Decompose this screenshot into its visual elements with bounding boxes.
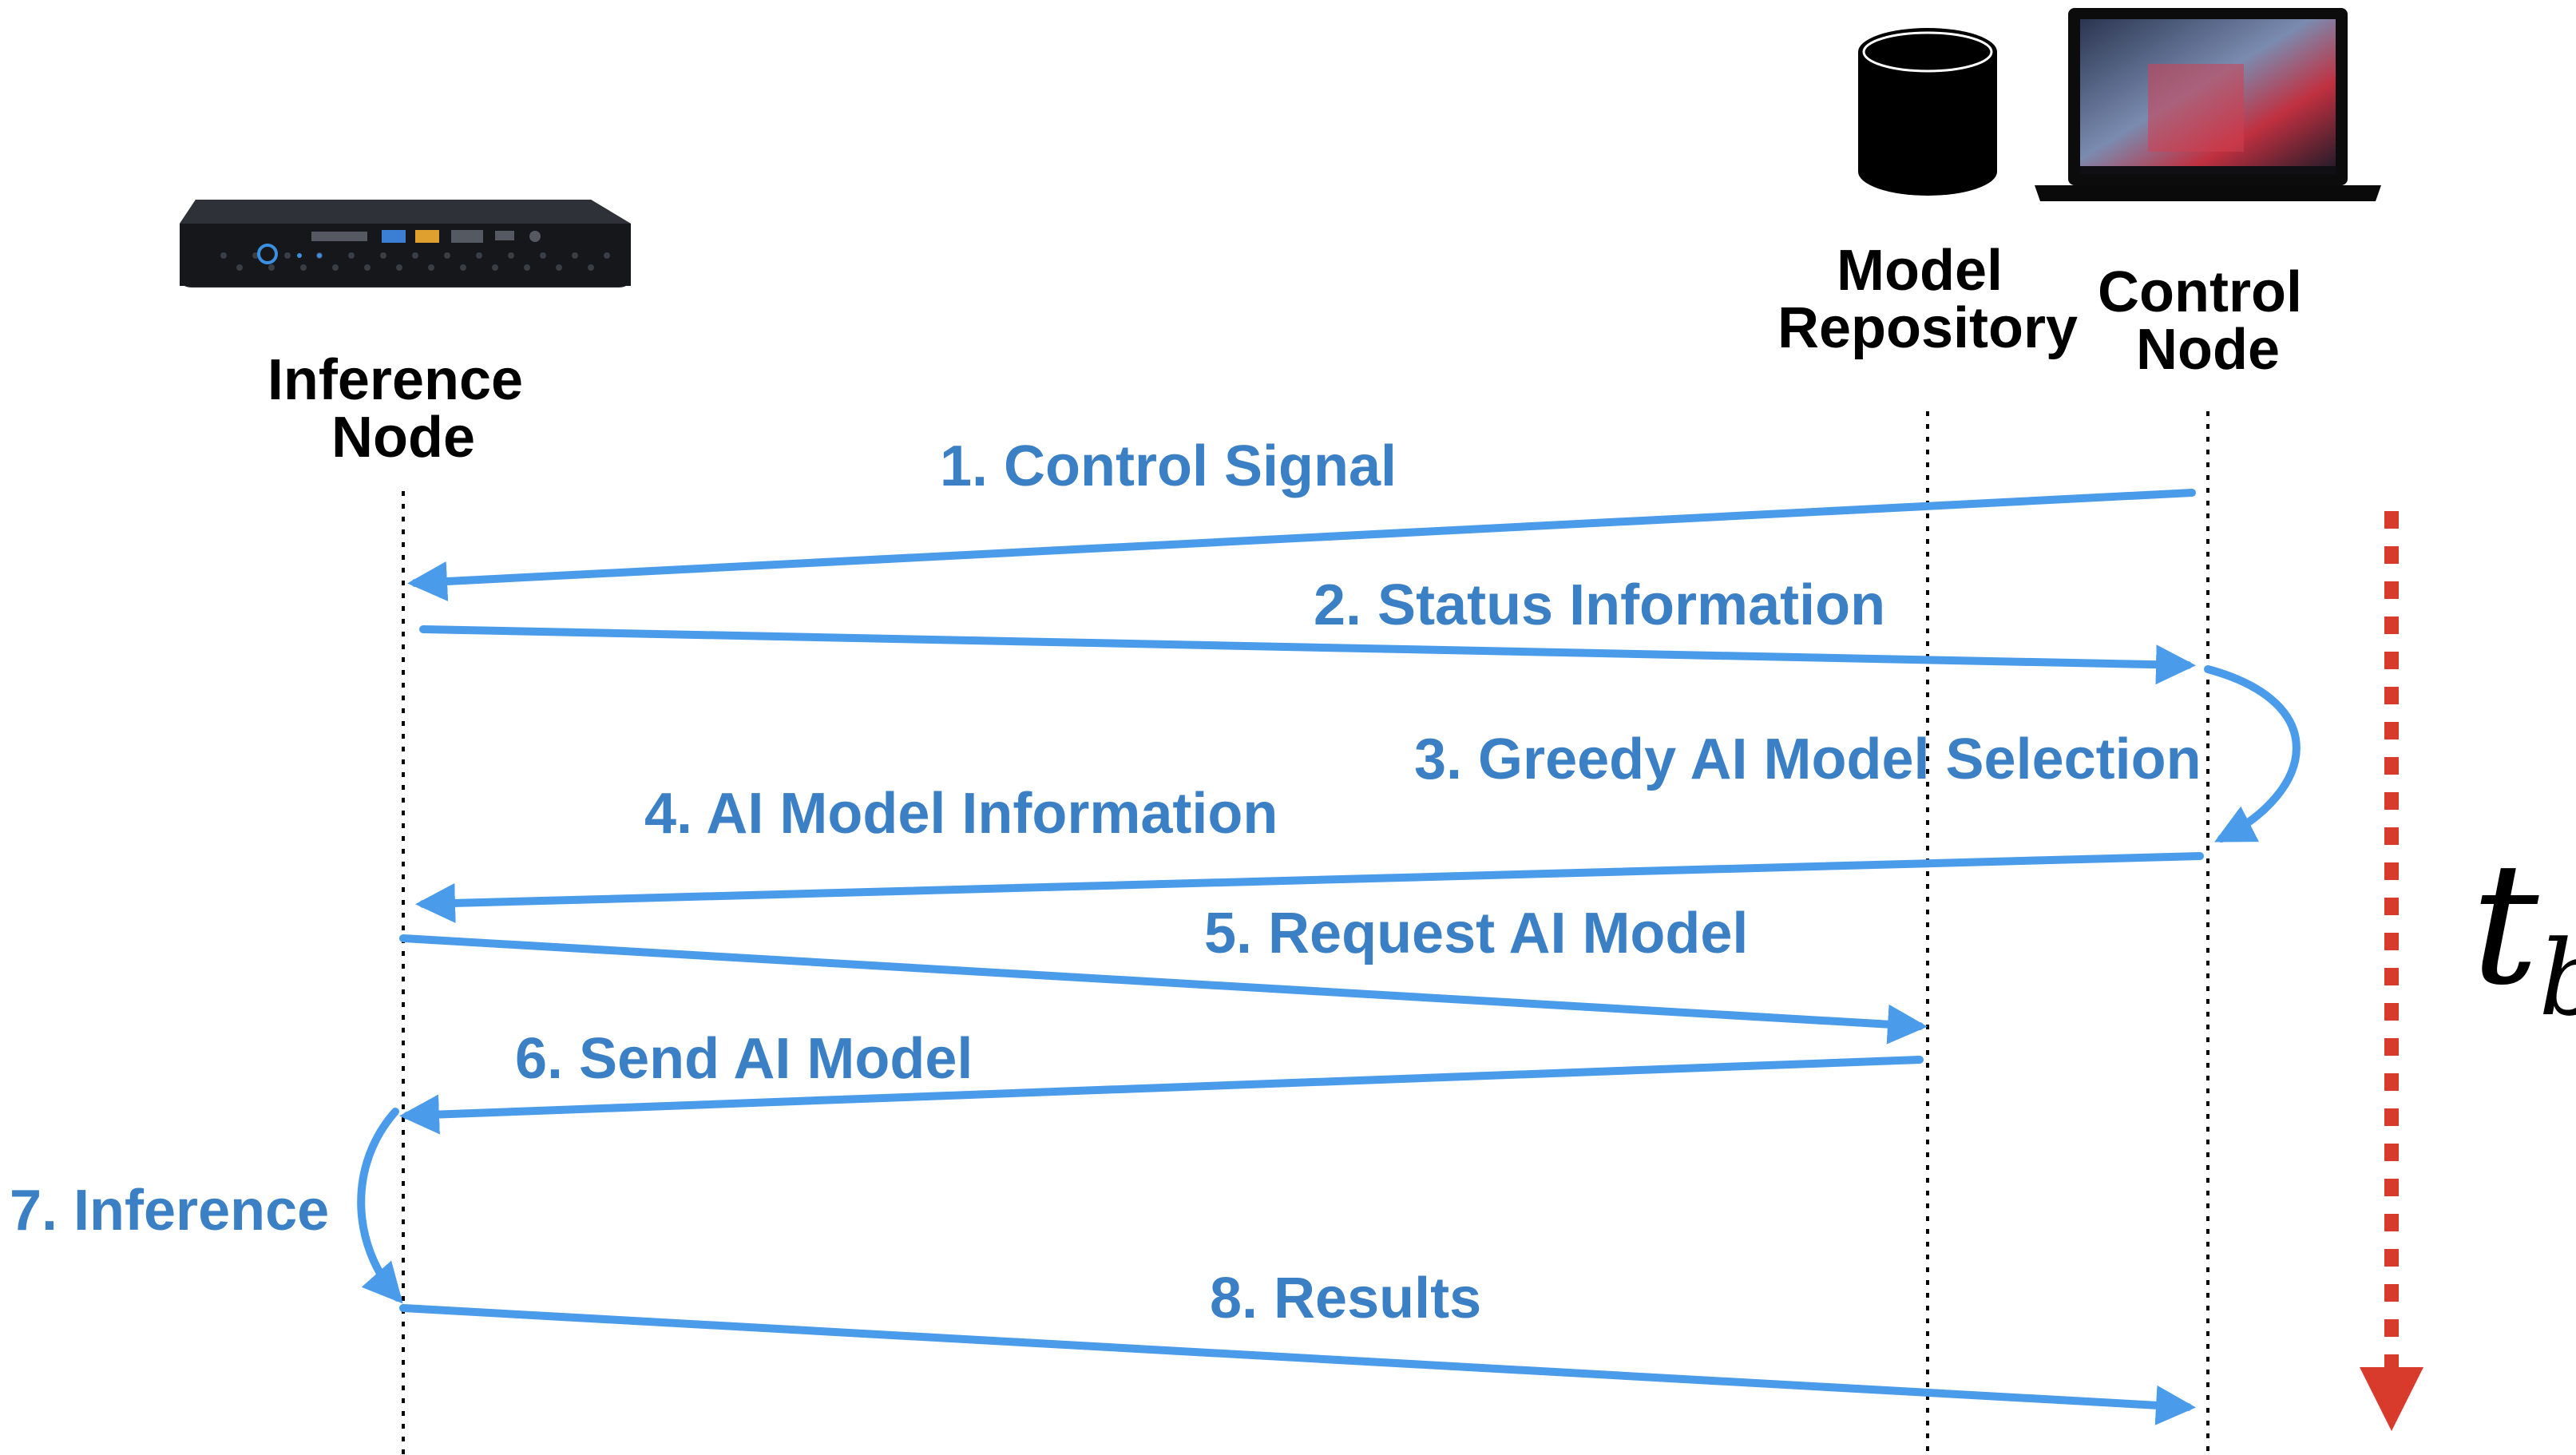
control-signal-label: 1. Control Signal bbox=[940, 434, 1397, 498]
control-node-label-line2: Node bbox=[2136, 318, 2280, 382]
send-ai-model-label: 6. Send AI Model bbox=[515, 1027, 973, 1091]
model-repository-label: Model Repository bbox=[1777, 239, 2078, 360]
greedy-selection-label: 3. Greedy AI Model Selection bbox=[1414, 728, 2201, 791]
request-ai-model-arrow bbox=[399, 934, 1928, 1045]
inference-label: 7. Inference bbox=[10, 1179, 329, 1243]
time-budget-label: tb bbox=[2471, 827, 2576, 1039]
time-budget-subscript: b bbox=[2538, 918, 2576, 1039]
time-budget-symbol: t bbox=[2471, 827, 2539, 1022]
model-repository-label-line2: Repository bbox=[1777, 296, 2078, 360]
ai-model-information-arrow bbox=[415, 852, 2204, 923]
request-ai-model-label: 5. Request AI Model bbox=[1204, 902, 1748, 965]
time-axis-arrowhead bbox=[2360, 1367, 2423, 1431]
ai-model-information-label: 4. AI Model Information bbox=[644, 782, 1278, 846]
inference-node-label-line1: Inference bbox=[268, 348, 523, 412]
status-information-arrow bbox=[419, 625, 2196, 685]
greedy-selection-arrow bbox=[2204, 665, 2301, 842]
mini-pc-icon bbox=[180, 200, 631, 287]
results-label: 8. Results bbox=[1210, 1267, 1481, 1330]
database-cylinder-icon bbox=[1858, 28, 1997, 196]
results-arrow bbox=[399, 1304, 2196, 1425]
status-information-label: 2. Status Information bbox=[1314, 573, 1885, 637]
laptop-icon bbox=[2035, 8, 2381, 201]
model-repository-label-line1: Model bbox=[1837, 239, 2003, 303]
send-ai-model-arrow bbox=[399, 1056, 1924, 1135]
inference-node-label-line2: Node bbox=[331, 406, 475, 470]
inference-arrow bbox=[357, 1108, 403, 1304]
inference-node-label: Inference Node bbox=[268, 348, 539, 470]
control-node-label-line1: Control bbox=[2098, 260, 2302, 324]
control-node-label: Control Node bbox=[2098, 260, 2318, 382]
control-signal-arrow bbox=[407, 489, 2196, 601]
